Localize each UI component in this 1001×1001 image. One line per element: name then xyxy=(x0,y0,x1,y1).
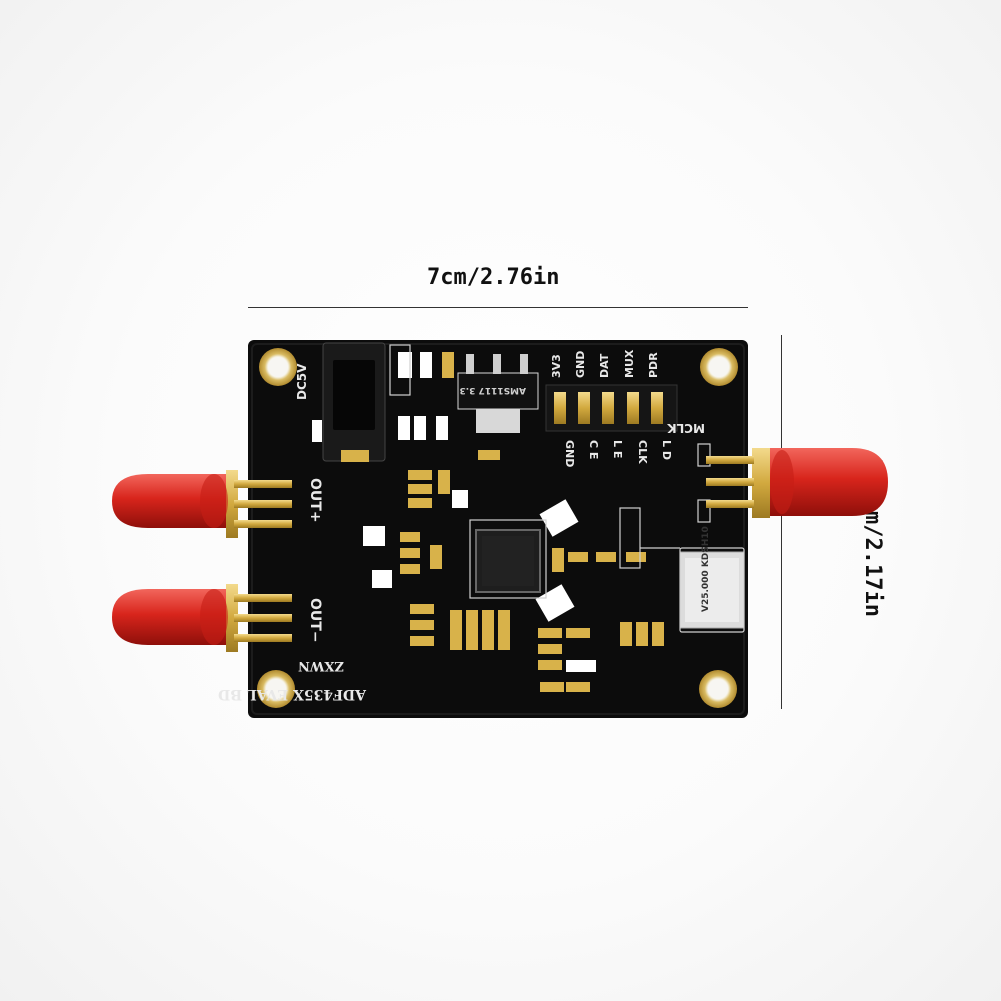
silk-3v3: 3V3 xyxy=(550,354,563,378)
sma-connector-out-minus xyxy=(112,584,292,652)
dc-jack xyxy=(322,342,386,462)
silk-crystal: V25.000 KDSH10 xyxy=(701,526,711,612)
smd-components xyxy=(312,352,664,692)
width-dimension-label: 7cm/2.76in xyxy=(427,265,560,290)
voltage-regulator xyxy=(457,354,539,433)
silk-gnd-bottom: GND xyxy=(563,440,576,467)
silk-power: DC5V xyxy=(295,363,309,400)
silk-regulator: AMS1117 3.3 xyxy=(459,385,526,395)
silk-le: L E xyxy=(611,440,624,458)
silk-out-plus: OUT+ xyxy=(307,478,323,523)
pin-header xyxy=(545,384,678,432)
main-chip xyxy=(475,529,541,593)
silk-brand: ZXWN xyxy=(298,658,344,673)
sma-connector-out-plus xyxy=(112,470,292,538)
crystal-oscillator xyxy=(679,551,745,629)
silk-mux: MUX xyxy=(623,349,636,378)
silk-mclk: MCLK xyxy=(667,421,705,435)
sma-connector-mclk xyxy=(706,448,888,518)
height-dimension-line xyxy=(781,335,782,709)
silkscreen-outlines xyxy=(389,344,745,633)
silk-board-name: ADF435X EVAL BD xyxy=(218,686,367,702)
silk-ld: L D xyxy=(660,440,673,460)
silk-gnd-top: GND xyxy=(574,351,587,378)
silk-clk: CLK xyxy=(636,440,649,464)
width-dimension-line xyxy=(248,307,748,308)
silk-pdr: PDR xyxy=(647,352,660,378)
silk-ce: C E xyxy=(587,440,600,459)
silk-dat: DAT xyxy=(598,353,611,378)
silk-out-minus: OUT− xyxy=(307,598,323,643)
